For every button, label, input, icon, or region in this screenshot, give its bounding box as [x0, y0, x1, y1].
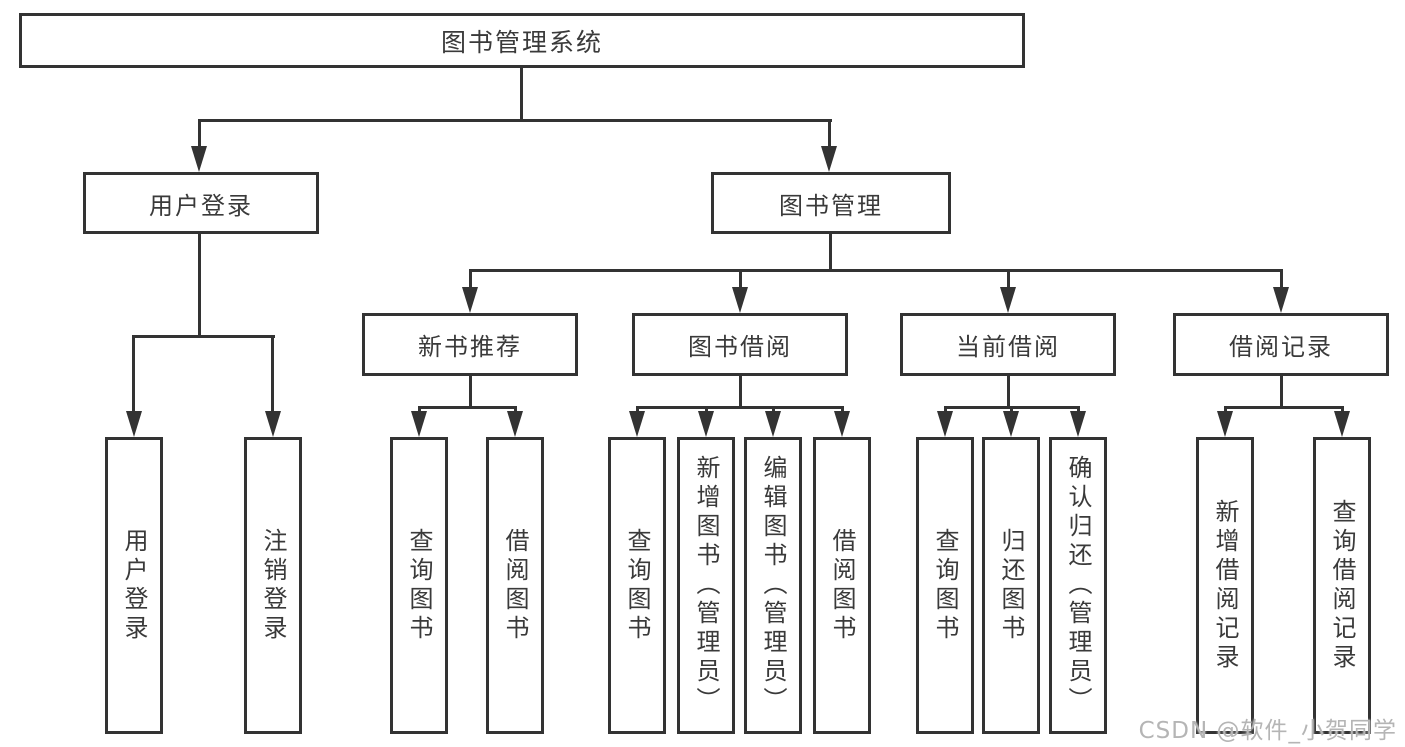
arrow-g1-leaf-1: [411, 411, 427, 437]
connector-g3-stem: [1007, 376, 1010, 408]
connector-login-drop-1: [132, 335, 135, 415]
connector-g4-stem: [1280, 376, 1283, 408]
connector-root-drop-left: [198, 119, 201, 150]
leaf-borrow-add-books-admin: 新增图书（管理员）: [677, 437, 735, 734]
leaf-borrow-borrow-books: 借阅图书: [813, 437, 871, 734]
leaf-newbook-query-books: 查询图书: [390, 437, 448, 734]
leaf-current-return-books-label: 归还图书: [997, 527, 1025, 644]
connector-manage-stem: [829, 234, 832, 271]
leaf-user-login-label: 用户登录: [120, 527, 148, 644]
arrow-g3-leaf-2: [1003, 411, 1019, 437]
node-book-borrowing: 图书借阅: [632, 313, 848, 376]
leaf-borrow-query-books-label: 查询图书: [623, 527, 651, 644]
arrow-g2-leaf-2: [698, 411, 714, 437]
leaf-borrow-add-books-admin-label: 新增图书（管理员）: [692, 455, 720, 716]
leaf-borrow-borrow-books-label: 借阅图书: [828, 527, 856, 644]
leaf-current-confirm-return-admin: 确认归还（管理员）: [1049, 437, 1107, 734]
arrow-g2-leaf-3: [765, 411, 781, 437]
connector-g1-hline: [418, 406, 517, 409]
leaf-records-add-record-label: 新增借阅记录: [1211, 498, 1239, 673]
connector-root-hline: [198, 119, 832, 122]
arrow-g3-leaf-1: [937, 411, 953, 437]
arrow-to-book-management: [821, 146, 837, 172]
leaf-newbook-borrow-books: 借阅图书: [486, 437, 544, 734]
connector-g1-stem: [469, 376, 472, 408]
node-current-borrowing-label: 当前借阅: [956, 333, 1060, 361]
leaf-records-query-record: 查询借阅记录: [1313, 437, 1371, 734]
arrow-to-leaf-logout: [265, 411, 281, 437]
leaf-newbook-borrow-books-label: 借阅图书: [501, 527, 529, 644]
leaf-logout-login: 注销登录: [244, 437, 302, 734]
leaf-newbook-query-books-label: 查询图书: [405, 527, 433, 644]
node-new-book-recommend: 新书推荐: [362, 313, 578, 376]
arrow-g2-leaf-4: [834, 411, 850, 437]
arrow-g3-leaf-3: [1070, 411, 1086, 437]
arrow-to-leaf-user-login: [126, 411, 142, 437]
arrow-to-book-borrow: [732, 287, 748, 313]
node-new-book-recommend-label: 新书推荐: [418, 333, 522, 361]
leaf-current-confirm-return-admin-label: 确认归还（管理员）: [1064, 455, 1092, 716]
leaf-borrow-query-books: 查询图书: [608, 437, 666, 734]
arrow-g4-leaf-2: [1334, 411, 1350, 437]
leaf-records-query-record-label: 查询借阅记录: [1328, 498, 1356, 673]
connector-g2-stem: [739, 376, 742, 408]
arrow-g4-leaf-1: [1217, 411, 1233, 437]
connector-manage-drop-1: [469, 269, 472, 292]
node-user-login: 用户登录: [83, 172, 319, 234]
leaf-current-query-books-label: 查询图书: [931, 527, 959, 644]
leaf-borrow-edit-books-admin-label: 编辑图书（管理员）: [759, 455, 787, 716]
leaf-logout-login-label: 注销登录: [259, 527, 287, 644]
connector-login-hline: [133, 335, 275, 338]
arrow-to-borrow-records: [1273, 287, 1289, 313]
node-current-borrowing: 当前借阅: [900, 313, 1116, 376]
csdn-watermark: CSDN @软件_小贺同学: [1138, 718, 1397, 744]
node-book-borrowing-label: 图书借阅: [688, 333, 792, 361]
leaf-current-return-books: 归还图书: [982, 437, 1040, 734]
leaf-current-query-books: 查询图书: [916, 437, 974, 734]
arrow-to-user-login: [191, 146, 207, 172]
arrow-g1-leaf-2: [507, 411, 523, 437]
arrow-to-new-book: [462, 287, 478, 313]
node-user-login-label: 用户登录: [149, 191, 253, 220]
connector-manage-hline: [469, 269, 1283, 272]
connector-g2-hline: [636, 406, 844, 409]
connector-login-stem: [198, 234, 201, 337]
connector-login-drop-2: [271, 335, 274, 415]
node-book-management: 图书管理: [711, 172, 951, 234]
connector-root-drop-right: [828, 119, 831, 150]
node-borrow-records-label: 借阅记录: [1229, 333, 1333, 361]
node-borrow-records: 借阅记录: [1173, 313, 1389, 376]
node-book-management-label: 图书管理: [779, 191, 883, 220]
arrow-to-current-borrow: [1000, 287, 1016, 313]
connector-manage-drop-4: [1280, 269, 1283, 292]
node-library-system: 图书管理系统: [19, 13, 1025, 68]
leaf-records-add-record: 新增借阅记录: [1196, 437, 1254, 734]
connector-root-stem: [520, 68, 523, 120]
leaf-user-login: 用户登录: [105, 437, 163, 734]
node-library-system-label: 图书管理系统: [440, 27, 603, 57]
leaf-borrow-edit-books-admin: 编辑图书（管理员）: [744, 437, 802, 734]
connector-g4-hline: [1224, 406, 1344, 409]
connector-manage-drop-2: [739, 269, 742, 292]
arrow-g2-leaf-1: [629, 411, 645, 437]
connector-manage-drop-3: [1007, 269, 1010, 292]
